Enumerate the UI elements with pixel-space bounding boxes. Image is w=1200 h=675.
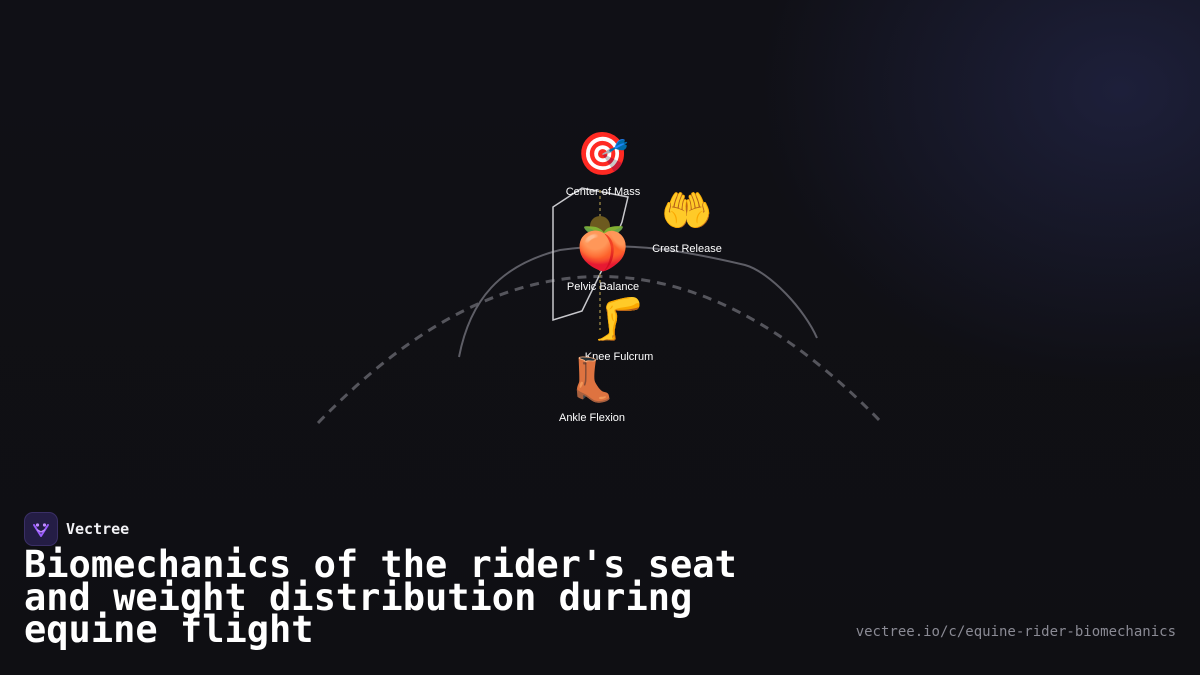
- node-crest-release: 🤲 Crest Release: [652, 186, 722, 256]
- peach-icon: 🍑: [576, 224, 630, 273]
- boot-icon: 👢: [565, 355, 619, 404]
- node-pelvic-balance: 🍑 Pelvic Balance: [566, 224, 640, 294]
- palms-up-hands-icon: 🤲: [660, 186, 714, 235]
- node-label: Pelvic Balance: [566, 281, 640, 293]
- target-icon: 🎯: [576, 129, 630, 178]
- node-ankle-flexion: 👢 Ankle Flexion: [558, 355, 626, 425]
- node-label: Ankle Flexion: [558, 412, 626, 424]
- rider-body-outline: [552, 187, 629, 322]
- leg-icon: 🦵: [592, 294, 646, 343]
- node-label: Knee Fulcrum: [584, 351, 654, 363]
- horse-back-outline: [458, 245, 818, 358]
- node-knee-fulcrum: 🦵 Knee Fulcrum: [584, 294, 654, 364]
- node-label: Crest Release: [652, 243, 722, 255]
- node-center-of-mass: 🎯 Center of Mass: [565, 129, 641, 199]
- page-url[interactable]: vectree.io/c/equine-rider-biomechanics: [855, 624, 1176, 640]
- brand: Vectree: [24, 512, 129, 546]
- rider-head: [590, 216, 610, 236]
- page-title: Biomechanics of the rider's seat and wei…: [24, 543, 737, 651]
- vectree-logo-icon: [24, 512, 58, 546]
- brand-name: Vectree: [66, 520, 130, 538]
- node-label: Center of Mass: [565, 186, 641, 198]
